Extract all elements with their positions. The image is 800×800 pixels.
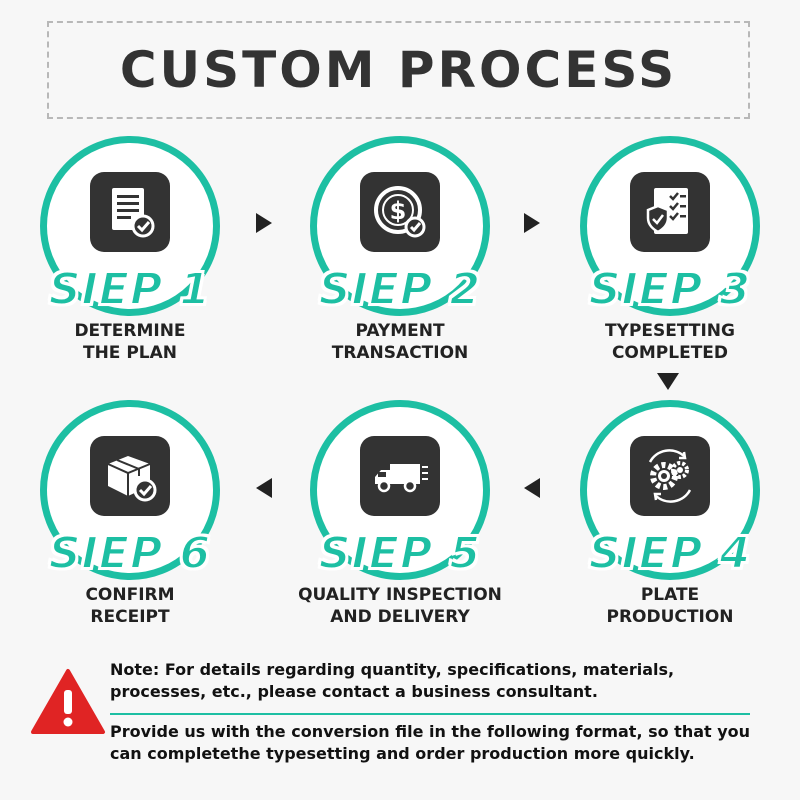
step-ring <box>310 136 490 316</box>
page-title: CUSTOM PROCESS <box>119 41 678 99</box>
step-label: SIEP 4 <box>588 527 752 580</box>
step-ring <box>40 136 220 316</box>
title-box: CUSTOM PROCESS <box>47 21 750 119</box>
warning-icon <box>31 669 105 734</box>
arrow-left-icon <box>524 478 540 498</box>
step-5: SIEP 5 QUALITY INSPECTION AND DELIVERY <box>298 400 502 645</box>
arrow-down-icon <box>657 373 679 390</box>
note-contact: Note: For details regarding quantity, sp… <box>110 660 675 701</box>
step-description: TYPESETTING COMPLETED <box>605 321 735 363</box>
step-description: CONFIRM RECEIPT <box>85 585 175 627</box>
dollar-coin-icon: $ <box>360 172 440 252</box>
step-1: SIEP 1 DETERMINE THE PLAN <box>30 136 230 381</box>
step-4: SIEP 4 PLATE PRODUCTION <box>570 400 770 645</box>
checklist-shield-icon <box>630 172 710 252</box>
arrow-right-icon <box>524 213 540 233</box>
arrow-right-icon <box>256 213 272 233</box>
step-label: SIEP 2 <box>318 263 482 316</box>
document-check-icon <box>90 172 170 252</box>
step-label: SIEP 5 <box>318 527 482 580</box>
step-2: $ SIEP 2 PAYMENT TRANSACTION <box>300 136 500 381</box>
gears-cycle-icon <box>630 436 710 516</box>
step-description: DETERMINE THE PLAN <box>74 321 186 363</box>
step-label: SIEP 6 <box>48 527 212 580</box>
step-description: PAYMENT TRANSACTION <box>331 321 469 363</box>
note-file-format: Provide us with the conversion file in t… <box>110 722 751 763</box>
step-label: SIEP 3 <box>588 263 752 316</box>
step-6: SIEP 6 CONFIRM RECEIPT <box>30 400 230 645</box>
step-ring <box>310 400 490 580</box>
svg-text:$: $ <box>390 197 407 225</box>
delivery-truck-icon <box>360 436 440 516</box>
package-check-icon <box>90 436 170 516</box>
note-divider <box>110 713 750 715</box>
step-3: SIEP 3 TYPESETTING COMPLETED <box>570 136 770 381</box>
arrow-left-icon <box>256 478 272 498</box>
step-description: PLATE PRODUCTION <box>606 585 734 627</box>
step-description: QUALITY INSPECTION AND DELIVERY <box>298 585 502 627</box>
step-label: SIEP 1 <box>48 263 212 316</box>
